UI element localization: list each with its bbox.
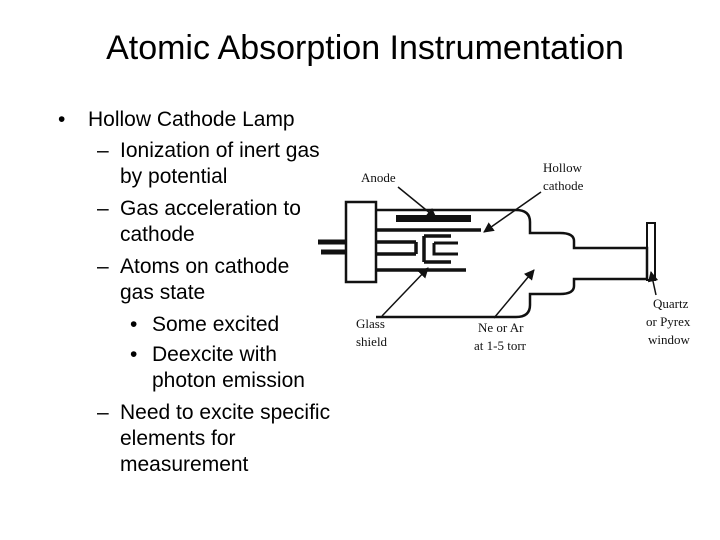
sub-bullet-ionization-line1: Ionization of inert gas xyxy=(120,139,320,162)
sub-sub-bullet-deexcite-line2: photon emission xyxy=(152,369,305,392)
bullet-marker: • xyxy=(58,108,66,131)
glass-envelope xyxy=(376,208,649,319)
dash-marker: – xyxy=(97,401,109,424)
sub-bullet-excite-line3: measurement xyxy=(120,453,249,476)
sub-bullet-atoms-line1: Atoms on cathode xyxy=(120,255,290,278)
hollow-cathode-lamp-diagram: Anode Hollow cathode Glass shield Ne or … xyxy=(318,160,691,353)
bullet-marker: • xyxy=(130,343,138,366)
sub-bullet-acceleration-line1: Gas acceleration to xyxy=(120,197,301,220)
sub-bullet-acceleration-line2: cathode xyxy=(120,223,195,246)
label-hollow-cathode: cathode xyxy=(543,178,584,193)
pointer-arrow xyxy=(493,269,535,319)
label-window: Quartz xyxy=(653,296,689,311)
pointer-arrow xyxy=(647,270,659,296)
sub-sub-bullet-deexcite-line1: Deexcite with xyxy=(152,343,277,366)
dash-marker: – xyxy=(97,139,109,162)
label-window: or Pyrex xyxy=(646,314,691,329)
hollow-cathode-cup xyxy=(432,241,458,256)
sub-sub-bullet-excited: Some excited xyxy=(152,313,280,336)
dash-marker: – xyxy=(97,255,109,278)
pointer-arrow xyxy=(381,267,429,317)
slide-title: Atomic Absorption Instrumentation xyxy=(106,29,624,67)
label-window: window xyxy=(648,332,691,347)
label-hollow-cathode: Hollow xyxy=(543,160,583,175)
sub-bullet-ionization-line2: by potential xyxy=(120,165,228,188)
label-fill-gas: Ne or Ar xyxy=(478,320,524,335)
pointer-arrow xyxy=(397,186,437,219)
sub-bullet-excite-line2: elements for xyxy=(120,427,236,450)
bullet-hollow-cathode-lamp: Hollow Cathode Lamp xyxy=(88,108,295,131)
dash-marker: – xyxy=(97,197,109,220)
sub-bullet-atoms-line2: gas state xyxy=(120,281,206,304)
label-anode: Anode xyxy=(361,170,396,185)
label-glass-shield: shield xyxy=(356,334,388,349)
lamp-base xyxy=(344,200,378,284)
sub-bullet-excite-line1: Need to excite specific xyxy=(120,401,331,424)
hollow-cathode-cup xyxy=(422,234,451,264)
label-fill-gas: at 1-5 torr xyxy=(474,338,527,353)
bullet-marker: • xyxy=(130,313,138,336)
label-glass-shield: Glass xyxy=(356,316,385,331)
pointer-arrow xyxy=(483,191,542,233)
